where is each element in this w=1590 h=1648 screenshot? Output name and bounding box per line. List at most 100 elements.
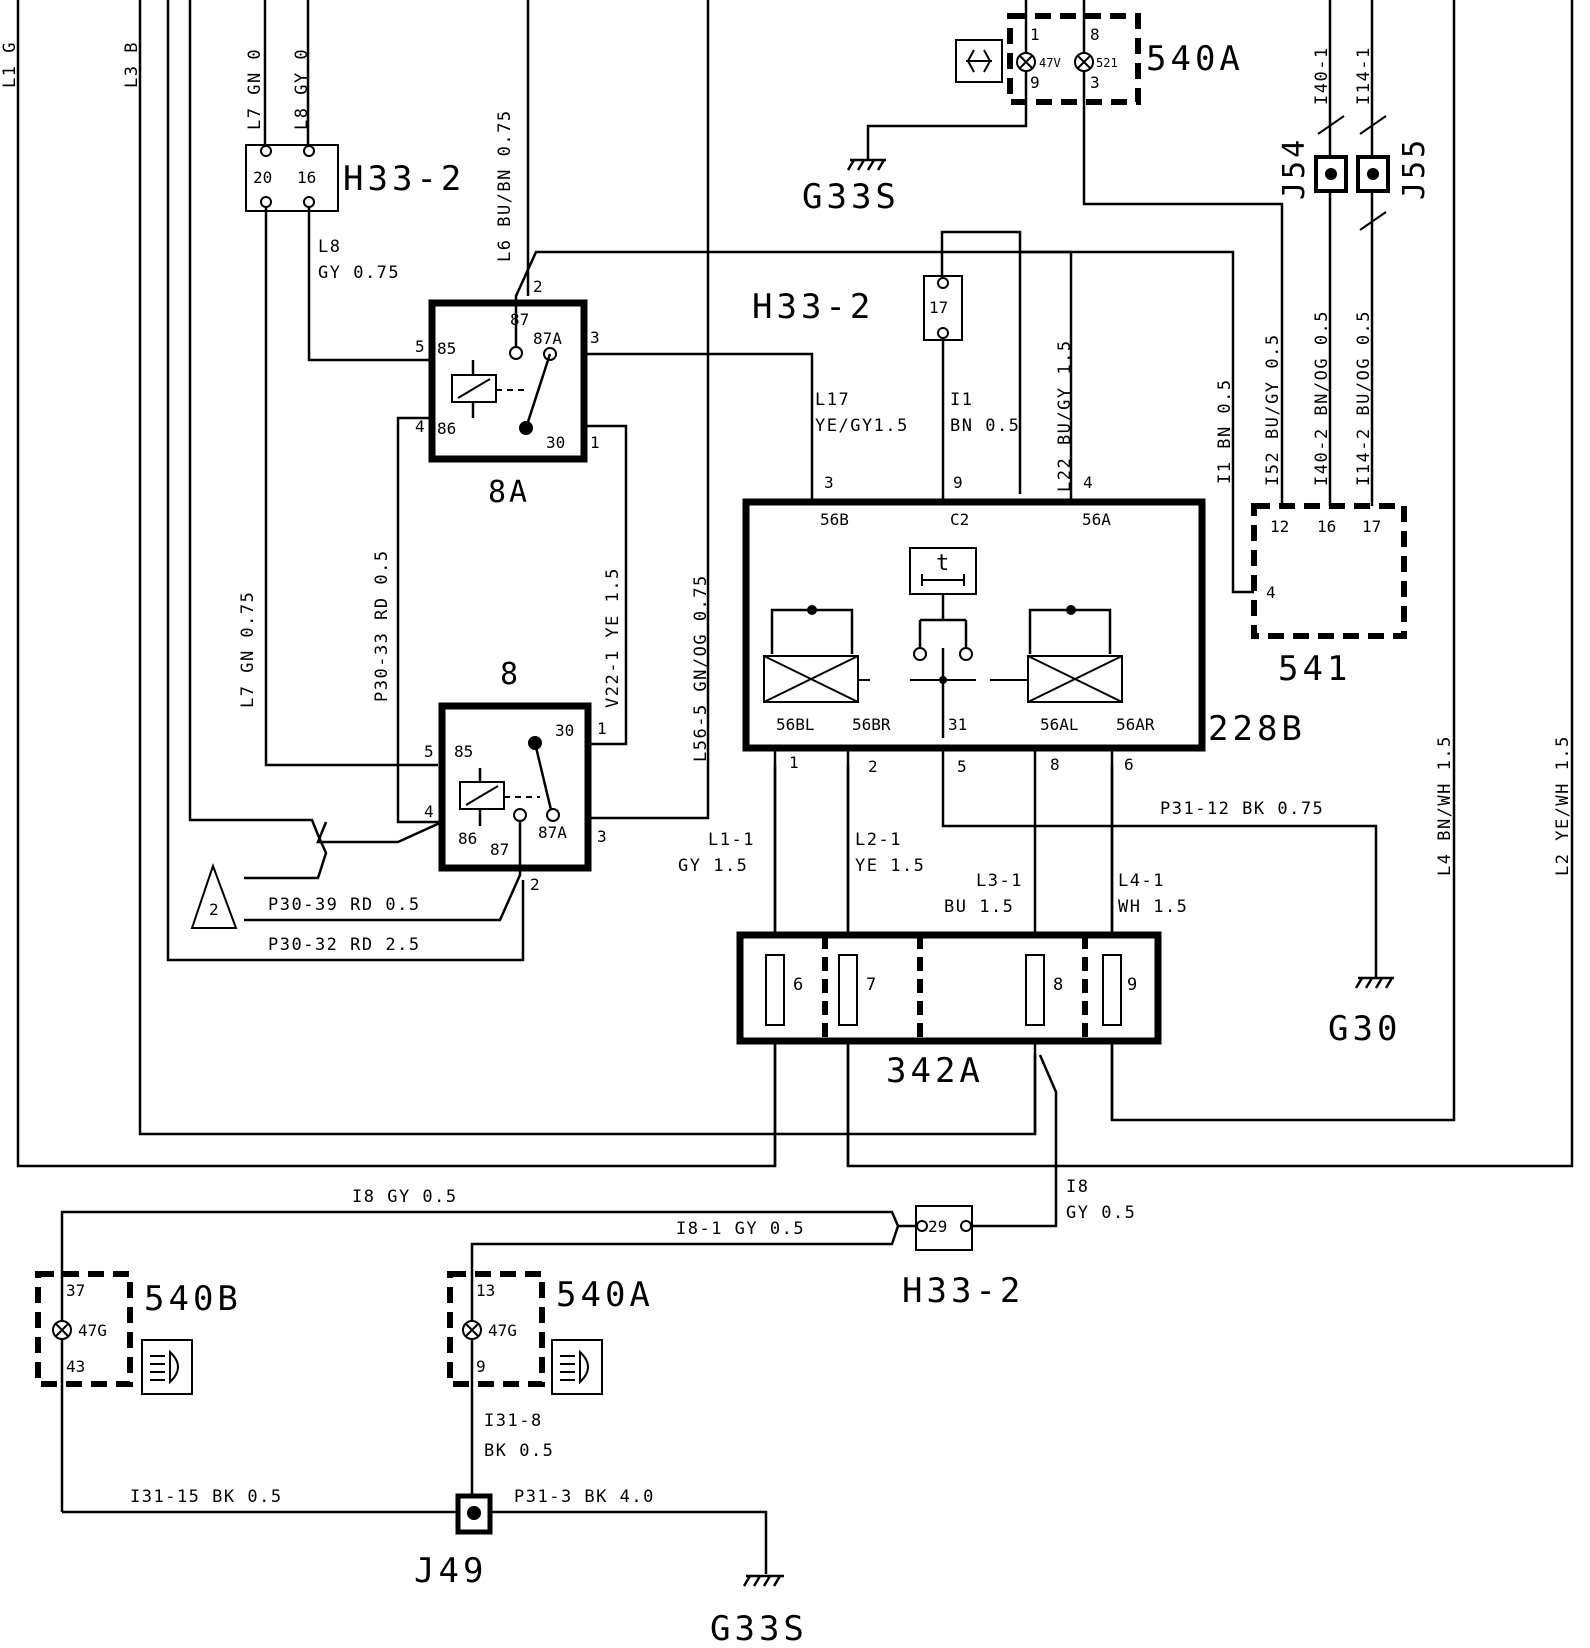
pin-label: 4 (424, 802, 434, 821)
wire-l8 (307, 207, 440, 362)
pin-label: 5 (957, 757, 967, 776)
pin-label: 56AR (1116, 715, 1155, 734)
component-label-g33s-bottom: G33S (710, 1609, 808, 1648)
pin-label: 2 (533, 277, 543, 296)
wire-i40-i14 (1328, 0, 1374, 506)
wire-label: P30-32 RD 2.5 (268, 935, 421, 955)
wire-540a-gnd (866, 71, 1028, 160)
pin-label: 8 (1090, 25, 1100, 44)
pin-label: 85 (454, 742, 473, 761)
component-label-342a: 342A (886, 1051, 984, 1091)
edge-label-l3: L3 B (122, 41, 142, 88)
wire-label: L17 (815, 390, 850, 410)
pin-label: 1 (597, 719, 607, 738)
pin-label: 56BR (852, 715, 891, 734)
wire-label: I1 BN 0.5 (1215, 378, 1235, 484)
wire-label: I40-2 BN/OG 0.5 (1312, 310, 1332, 486)
pin-label: 30 (546, 433, 565, 452)
wire-label: P31-3 BK 4.0 (514, 1487, 655, 1507)
wire-label: V22-1 YE 1.5 (603, 567, 623, 708)
connector-h33-2-top (245, 144, 339, 212)
pin-label: 56BL (776, 715, 815, 734)
pin-label: 29 (928, 1217, 947, 1236)
pin-label: 43 (66, 1357, 85, 1376)
fuse-6 (765, 954, 785, 1026)
wire-label: I52 BU/GY 0.5 (1263, 333, 1283, 486)
wire-label: I8 GY 0.5 (352, 1187, 458, 1207)
component-label-228b: 228B (1208, 709, 1306, 749)
component-label-h33-2-mid: H33-2 (752, 287, 874, 327)
pin-label: 9 (1030, 73, 1040, 92)
wire-p30-32 (166, 0, 525, 962)
wire-label: L1-1 (708, 830, 755, 850)
edge-label-l1: L1 G (0, 41, 20, 88)
fusebox-342a (736, 931, 1162, 1045)
component-label-g30: G30 (1328, 1009, 1401, 1049)
component-label-h33-2-bottom: H33-2 (902, 1271, 1024, 1311)
pin-label: 1 (1030, 25, 1040, 44)
pin-label: 31 (948, 715, 967, 734)
wire-label: L4 BN/WH 1.5 (1435, 735, 1455, 876)
pin-label: 4 (415, 417, 425, 436)
pin-label: 86 (437, 419, 456, 438)
pin-label: 17 (1362, 517, 1381, 536)
wire-i52 (1082, 71, 1284, 506)
pin-label: 87 (510, 310, 529, 329)
pin-label: 2 (530, 875, 540, 894)
component-label-j55: J55 (1397, 137, 1432, 200)
wire-label: I31-15 BK 0.5 (130, 1487, 283, 1507)
wire-label: L7 GN 0.75 (238, 591, 258, 708)
wire-label: I14-2 BU/OG 0.5 (1354, 310, 1374, 486)
wire-p30-a (188, 0, 320, 836)
component-label-8a: 8A (488, 475, 530, 510)
fuse-number: 7 (866, 975, 878, 995)
pin-label: 87A (538, 823, 567, 842)
wire-label: YE 1.5 (855, 856, 925, 876)
wire-p30-merge (316, 820, 443, 844)
wire-label: L2-1 (855, 830, 902, 850)
component-label-541: 541 (1278, 649, 1351, 689)
wire-label: L6 BU/BN 0.75 (495, 109, 515, 262)
wire-label: L2 YE/WH 1.5 (1553, 735, 1573, 876)
pin-label: 20 (253, 168, 272, 187)
wire-label: I40-1 (1312, 46, 1332, 105)
bulb-label: 47V (1039, 56, 1061, 70)
wire-label: L4-1 (1118, 871, 1165, 891)
relay-8a-switch (524, 353, 552, 429)
fuse-number: 9 (1127, 975, 1139, 995)
pin-label: 16 (1317, 517, 1336, 536)
wire-l7 (264, 207, 438, 767)
wire-label: P30-33 RD 0.5 (372, 549, 392, 702)
pin-label: 9 (953, 473, 963, 492)
timer-label: t (936, 551, 949, 576)
pin-label: 37 (66, 1281, 85, 1300)
wire-label: I8-1 GY 0.5 (676, 1219, 805, 1239)
wire-label: L8 (318, 237, 341, 257)
pin-label: 3 (1090, 73, 1100, 92)
ground-symbol (846, 158, 886, 171)
ground-symbol (742, 1574, 784, 1587)
wire-l22 (940, 230, 1022, 494)
pin-label: 56AL (1040, 715, 1079, 734)
pin-label: 4 (1083, 473, 1093, 492)
pin-label: 5 (424, 742, 434, 761)
wire-label: I14-1 (1354, 46, 1374, 105)
pin-label: 1 (590, 433, 600, 452)
note-triangle (190, 863, 238, 929)
pin-label: 5 (415, 337, 425, 356)
wire-label: L3-1 (976, 871, 1023, 891)
bulb-label: 47G (78, 1321, 107, 1340)
wire-label: I1 (950, 390, 973, 410)
bulb-label: 47G (488, 1321, 517, 1340)
wire-87-8a (514, 250, 1255, 594)
wire-label: L56-5 GN/OG 0.75 (691, 574, 711, 762)
pin-label: 30 (555, 721, 574, 740)
pin-label: 3 (590, 328, 600, 347)
pin-label: 87A (533, 329, 562, 348)
fuse-8 (1025, 954, 1045, 1026)
headlamp-icon (551, 1339, 603, 1395)
pin-label: 56B (820, 510, 849, 529)
pin-label: 86 (458, 829, 477, 848)
